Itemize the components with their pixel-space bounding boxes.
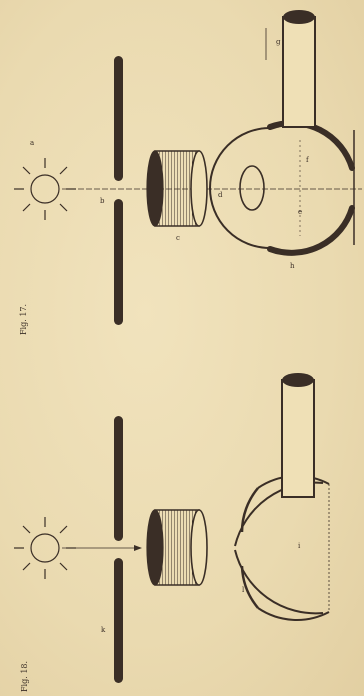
arrow-head bbox=[134, 545, 142, 551]
screen-lower bbox=[114, 558, 123, 683]
figure-17: a b c d e f g h Fig. 17. bbox=[14, 10, 362, 335]
figure-17-caption: Fig. 17. bbox=[19, 304, 28, 335]
label-f: f bbox=[306, 156, 310, 164]
screen-lower bbox=[114, 199, 123, 325]
label-h: h bbox=[290, 262, 295, 270]
label-i: i bbox=[298, 542, 301, 550]
label-b: b bbox=[100, 197, 105, 205]
optic-nerve-icon bbox=[266, 10, 315, 127]
label-l: l bbox=[242, 586, 245, 594]
eye-icon bbox=[210, 123, 354, 253]
label-c: c bbox=[176, 234, 180, 242]
screen-upper bbox=[114, 416, 123, 541]
eye-crystalline-lens bbox=[240, 166, 264, 210]
screen-upper bbox=[114, 56, 123, 181]
figure-18-caption: Fig. 18. bbox=[20, 661, 29, 692]
label-k: k bbox=[101, 626, 106, 634]
figure-18: i k l Fig. 18. bbox=[14, 373, 329, 692]
lens-icon bbox=[147, 151, 207, 226]
label-a: a bbox=[30, 139, 34, 147]
label-e: e bbox=[298, 208, 302, 216]
label-g: g bbox=[276, 38, 281, 46]
label-d: d bbox=[218, 191, 223, 199]
lens-icon bbox=[147, 510, 207, 585]
optic-nerve-icon bbox=[282, 373, 314, 497]
